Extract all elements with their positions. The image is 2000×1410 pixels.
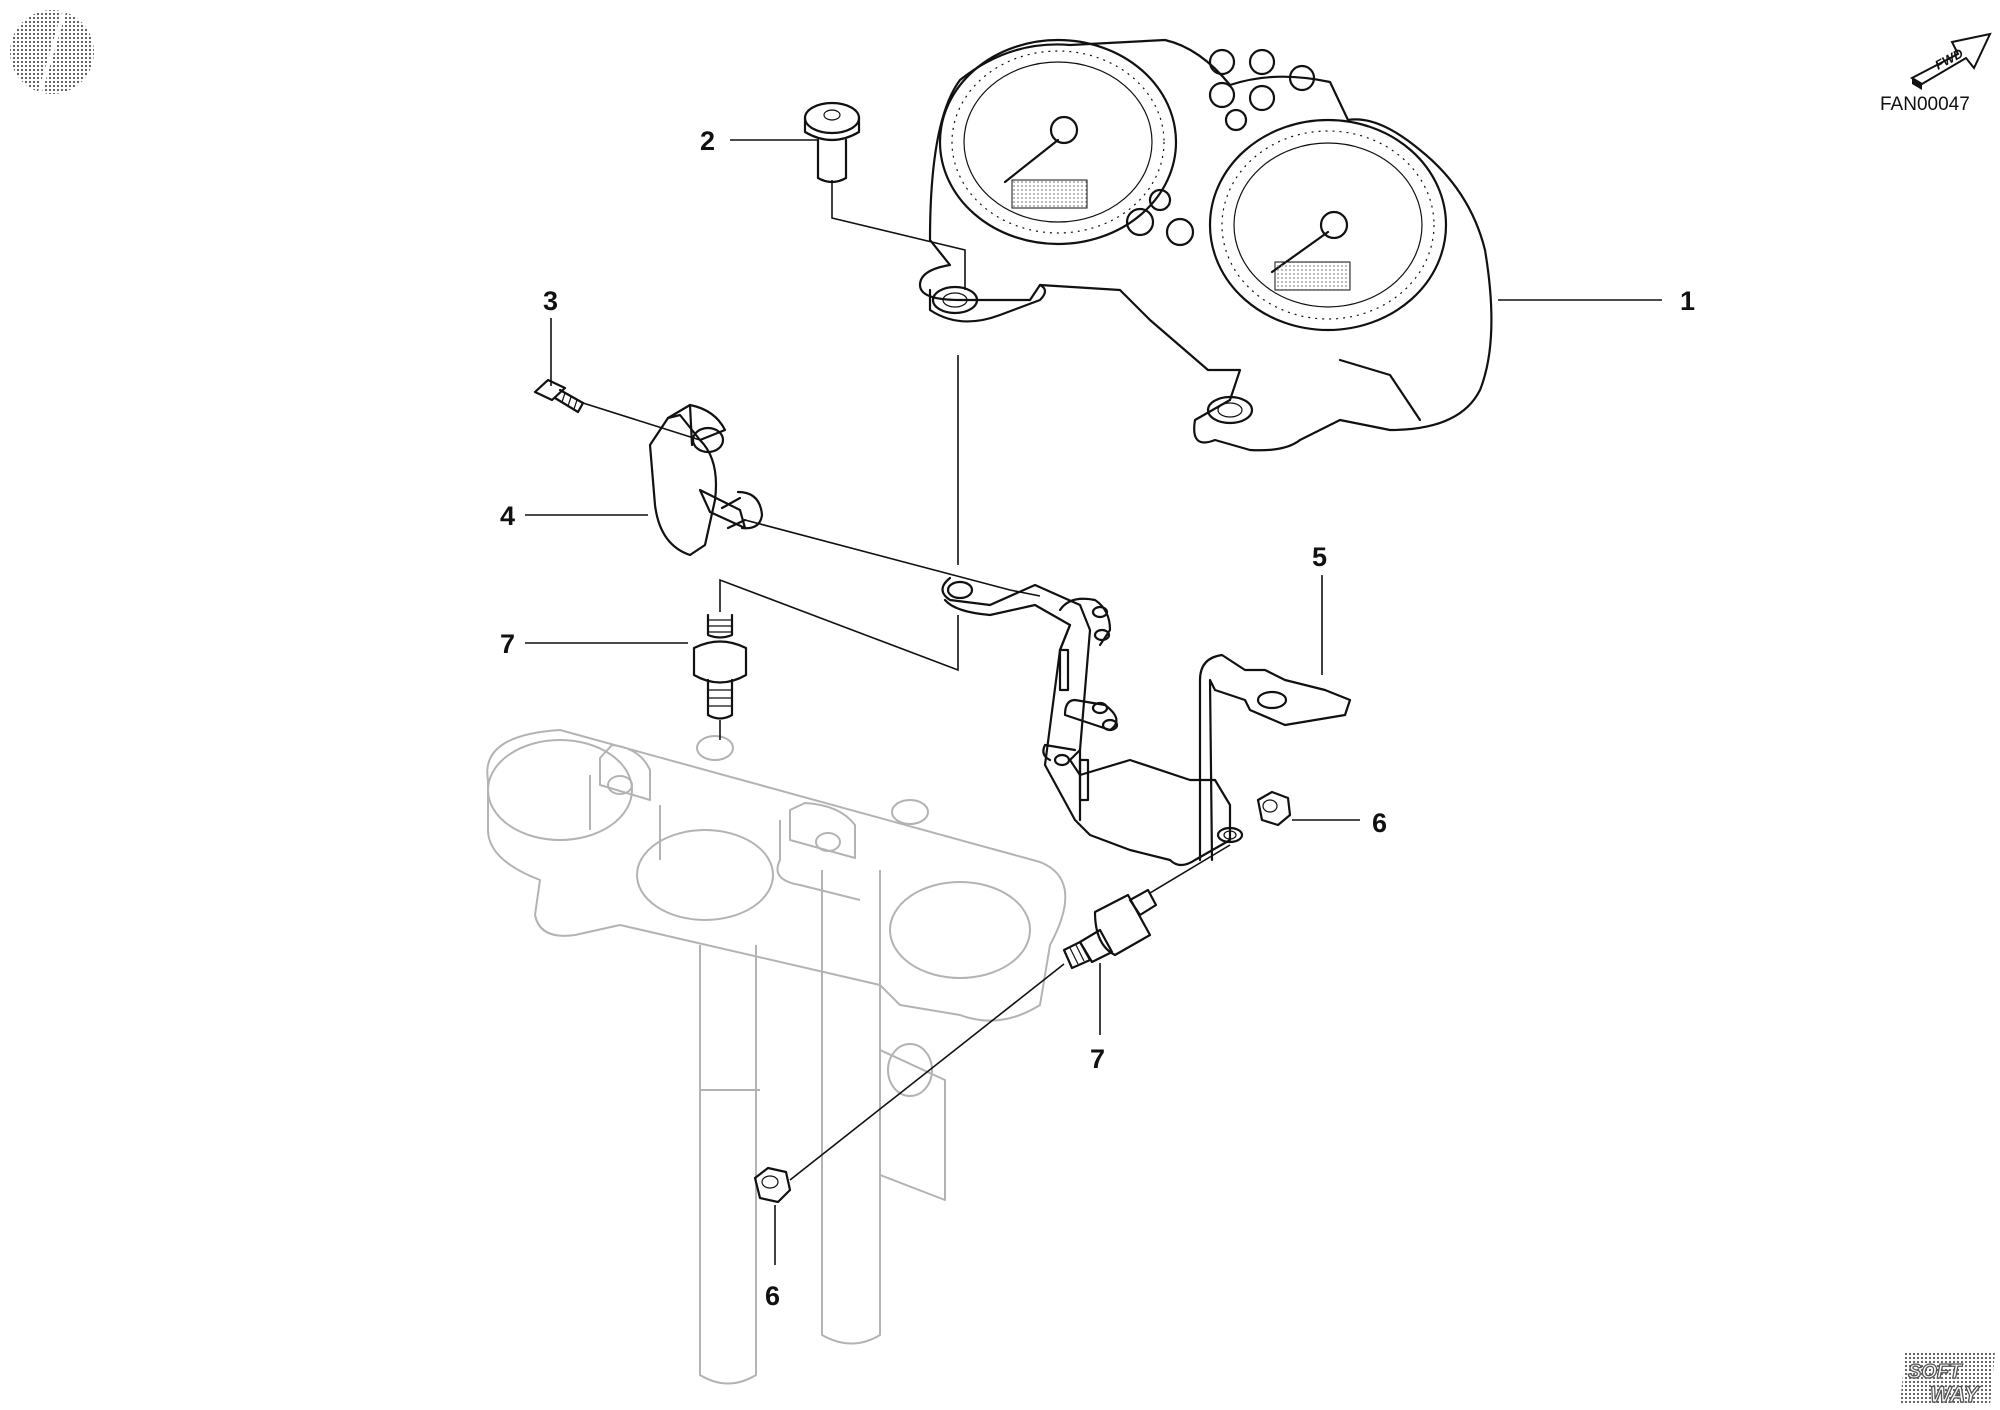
- corner-badge-icon: [10, 10, 94, 94]
- rubber-mount-7-upper: [692, 613, 748, 720]
- instrument-cluster: [918, 38, 1493, 452]
- nut-6-lower: [753, 1166, 792, 1204]
- logo-text-bottom: WAY: [1930, 1382, 1981, 1407]
- mounting-bracket-5: [941, 576, 1352, 867]
- callout-7-lower: 7: [1090, 1044, 1105, 1074]
- triple-clamp-reference: [486, 729, 1067, 1385]
- nut-6-upper: [1256, 790, 1292, 827]
- callout-2: 2: [700, 126, 715, 156]
- callout-4: 4: [500, 501, 515, 531]
- assembly-lines: [582, 180, 1231, 1181]
- callout-leaders: [525, 139, 1662, 1265]
- fwd-arrow-icon: FWD: [1909, 32, 1992, 90]
- figure-code: FAN00047: [1880, 94, 1970, 115]
- softway-logo: SOFT WAY: [1900, 1352, 1995, 1408]
- callout-7-upper: 7: [500, 629, 515, 659]
- callout-1: 1: [1680, 286, 1695, 316]
- callout-6-upper: 6: [1372, 808, 1387, 838]
- logo-text-top: SOFT: [1908, 1361, 1963, 1383]
- screw-3: [533, 378, 585, 414]
- speed-sensor-4: [648, 403, 764, 557]
- rubber-mount-7-lower: [1062, 888, 1158, 970]
- callout-6-lower: 6: [765, 1281, 780, 1311]
- callouts: 1 2 3 4 5 6 6 7 7: [500, 126, 1695, 1311]
- callout-3: 3: [543, 286, 558, 316]
- bolt-2: [803, 101, 861, 184]
- callout-5: 5: [1312, 542, 1327, 572]
